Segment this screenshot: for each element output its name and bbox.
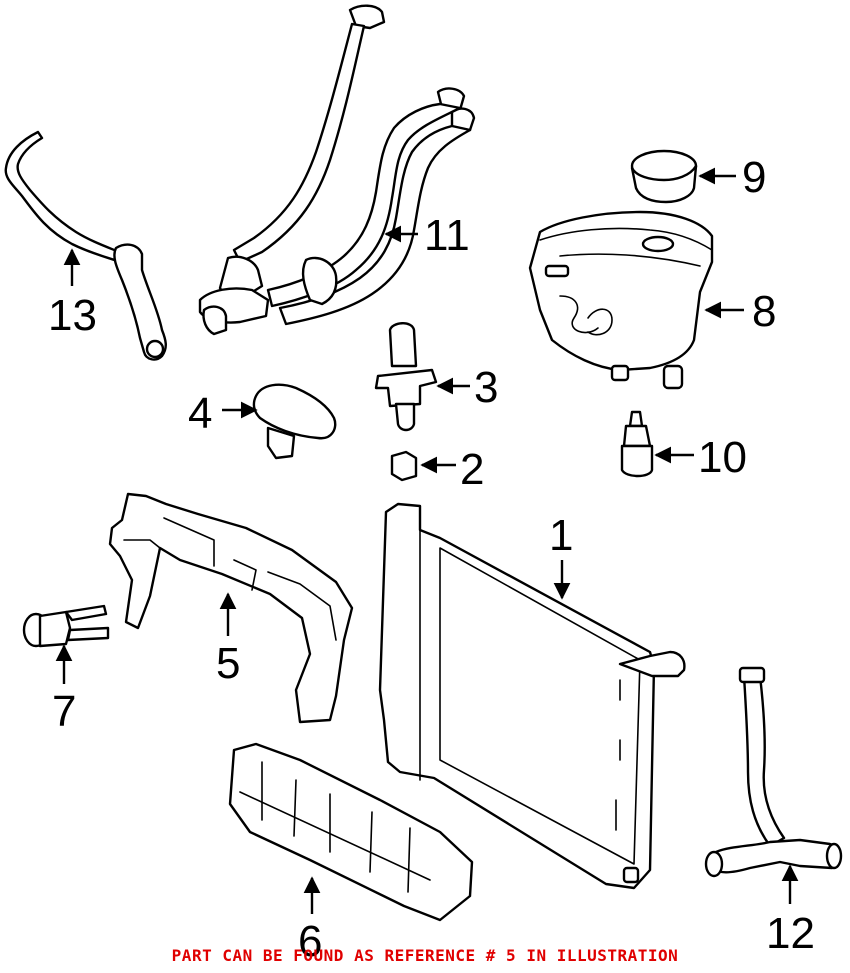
callout-2: 2 bbox=[460, 445, 485, 494]
reference-note: PART CAN BE FOUND AS REFERENCE # 5 IN IL… bbox=[171, 946, 679, 965]
coolant-pipe-icon bbox=[198, 4, 476, 336]
callout-12: 12 bbox=[766, 909, 815, 958]
callout-3: 3 bbox=[474, 363, 499, 412]
callout-4: 4 bbox=[188, 389, 213, 438]
callout-13: 13 bbox=[48, 291, 97, 340]
upper-mount-pad-icon bbox=[252, 383, 337, 460]
expansion-tank-icon bbox=[528, 210, 714, 390]
air-deflector-icon bbox=[108, 492, 354, 724]
rubber-grommet-icon bbox=[390, 450, 418, 482]
vent-hose-icon bbox=[4, 130, 167, 361]
callout-11: 11 bbox=[424, 211, 470, 260]
bleeder-valve-icon bbox=[620, 410, 654, 478]
mount-bracket-icon bbox=[374, 322, 438, 432]
lower-air-guide-icon bbox=[228, 742, 474, 922]
lower-hose-icon bbox=[704, 666, 843, 878]
radiator-icon bbox=[378, 502, 686, 890]
tank-cap-icon bbox=[630, 149, 698, 204]
callout-1: 1 bbox=[549, 511, 574, 560]
callout-5: 5 bbox=[216, 639, 241, 688]
callout-7: 7 bbox=[52, 687, 77, 736]
push-clip-icon bbox=[22, 604, 110, 648]
callout-9: 9 bbox=[742, 153, 767, 202]
callout-8: 8 bbox=[752, 287, 777, 336]
callout-10: 10 bbox=[698, 433, 747, 482]
leader-arrows bbox=[55, 167, 799, 914]
callout-6: 6 bbox=[298, 917, 323, 966]
